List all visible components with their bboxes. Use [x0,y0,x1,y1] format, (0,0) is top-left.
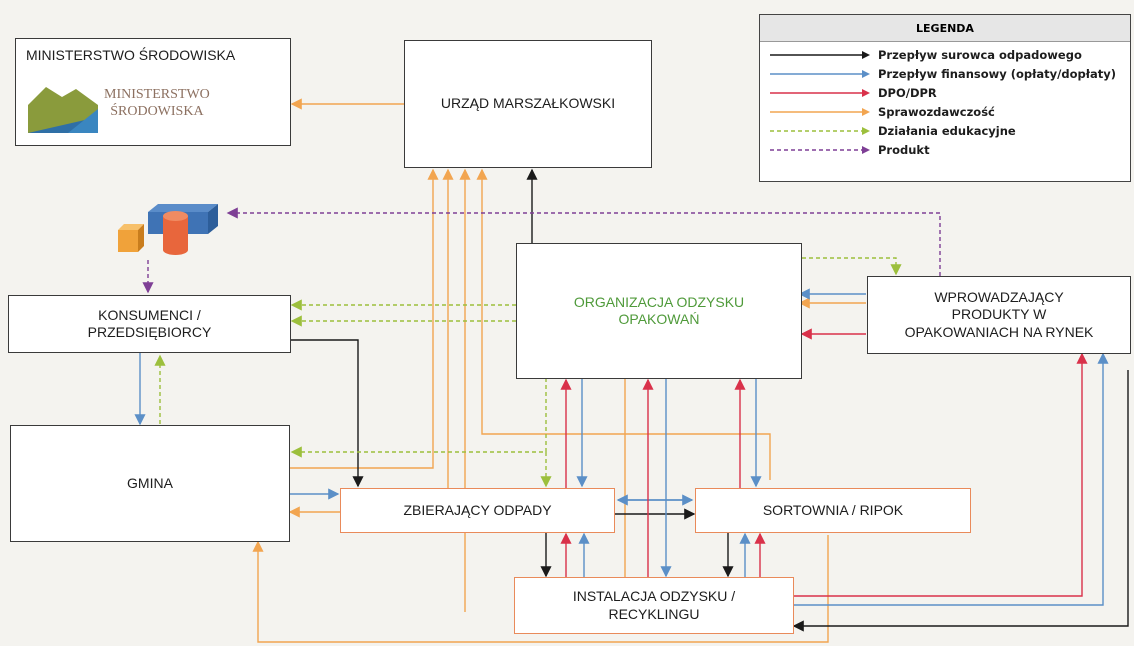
legend-item-dpo: DPO/DPR [760,85,1130,103]
legend-label: Przepływ surowca odpadowego [878,48,1082,62]
konsumenci-box: KONSUMENCI / PRZEDSIĘBIORCY [8,295,291,353]
legend-label: Sprawozdawczość [878,105,995,119]
urzad-box: URZĄD MARSZAŁKOWSKI [404,40,652,168]
legend-title: LEGENDA [760,15,1130,42]
legend-item-finance: Przepływ finansowy (opłaty/dopłaty) [760,66,1130,84]
legend-label: Działania edukacyjne [878,124,1016,138]
sortownia-label: SORTOWNIA / RIPOK [762,501,904,518]
ministry-box: MINISTERSTWO ŚRODOWISKA MINISTERSTWO ŚRO… [15,38,291,146]
legend-label: DPO/DPR [878,86,937,100]
organizacja-label: ORGANIZACJA ODZYSKU OPAKOWAŃ [573,293,745,328]
report-sortownia-to-gmina [252,535,829,643]
legend-item-waste: Przepływ surowca odpadowego [760,47,1130,65]
legend-item-report: Sprawozdawczość [760,104,1130,122]
zbierajacy-label: ZBIERAJĄCY ODPADY [403,501,552,518]
ministry-logo-text: MINISTERSTWO ŚRODOWISKA [104,87,210,119]
fin-instalacja-to-wprow [794,352,1109,606]
ministry-logo: MINISTERSTWO ŚRODOWISKA [28,74,210,133]
organizacja-box: ORGANIZACJA ODZYSKU OPAKOWAŃ [516,243,802,379]
wprowadzajacy-label: WPROWADZAJĄCY PRODUKTY W OPAKOWANIACH NA… [904,288,1094,340]
konsumenci-label: KONSUMENCI / PRZEDSIĘBIORCY [87,306,212,341]
dpo-instalacja-to-wprow [794,352,1088,597]
waste-return-to-instalacja [792,370,1129,632]
instalacja-box: INSTALACJA ODZYSKU / RECYKLINGU [514,577,794,634]
ministry-title: MINISTERSTWO ŚRODOWISKA [26,47,236,63]
waste-konsumenci-to-zbierajacy [290,339,364,488]
urzad-label: URZĄD MARSZAŁKOWSKI [440,95,616,112]
instalacja-label: INSTALACJA ODZYSKU / RECYKLINGU [572,588,736,622]
legend: LEGENDA Przepływ surowca odpadowego Prze… [759,14,1131,182]
wprowadzajacy-box: WPROWADZAJĄCY PRODUKTY W OPAKOWANIACH NA… [867,276,1131,354]
product-wprow-to-icon [226,207,941,276]
gmina-box: GMINA [10,425,290,542]
legend-item-product: Produkt [760,142,1130,160]
edu-org-to-gmina [290,378,547,458]
zbierajacy-box: ZBIERAJĄCY ODPADY [340,488,615,533]
product-icon [118,204,218,255]
gmina-label: GMINA [127,474,173,491]
legend-label: Przepływ finansowy (opłaty/dopłaty) [878,67,1116,81]
report-instalacja-to-urzad [476,168,771,480]
ministry-logo-icon [28,74,98,133]
legend-label: Produkt [878,143,930,157]
edu-org-to-wprow [802,257,902,276]
sortownia-box: SORTOWNIA / RIPOK [695,488,971,533]
legend-item-education: Działania edukacyjne [760,123,1130,141]
report-gmina-to-urzad [290,168,439,469]
